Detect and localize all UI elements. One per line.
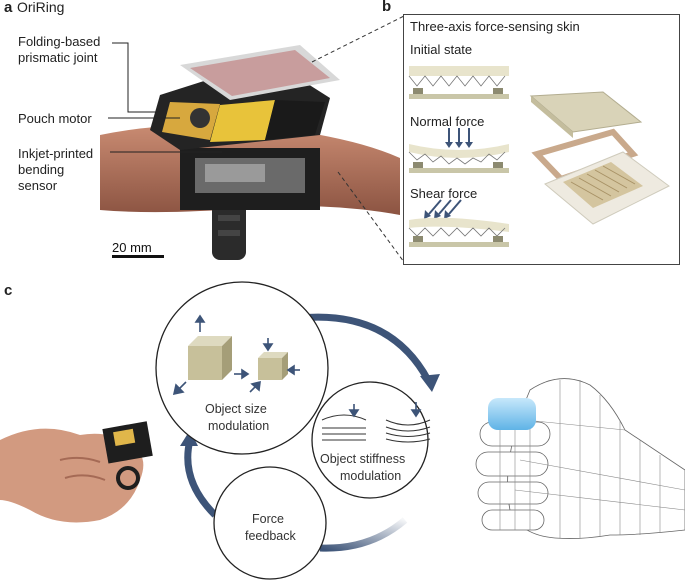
label-stiff-1: Object stiffness — [320, 452, 406, 466]
skin-shear-force — [408, 199, 509, 247]
label-joint-1: Folding-based — [18, 34, 101, 49]
scale-bar-label: 20 mm — [112, 240, 152, 255]
panel-c-letter: c — [4, 282, 13, 299]
label-size-1: Object size — [205, 402, 267, 416]
panel-a-letter: a — [4, 0, 13, 16]
panel-b-frame — [403, 14, 680, 265]
label-sensor-2: bending — [18, 162, 65, 177]
skin-initial-state — [408, 66, 509, 99]
hand-with-ring-photo — [0, 421, 153, 523]
state-normal: Normal force — [410, 114, 485, 129]
skin-normal-force — [408, 128, 509, 173]
label-force-1: Force — [252, 512, 284, 526]
label-size-2: modulation — [208, 419, 270, 433]
label-sensor-1: Inkjet-printed — [18, 146, 94, 161]
skin-diagrams — [408, 66, 670, 247]
label-stiff-2: modulation — [340, 469, 402, 483]
panel-b-title: Three-axis force-sensing skin — [410, 19, 580, 34]
circle-object-size — [155, 281, 329, 455]
panel-a-title: OriRing — [17, 0, 65, 15]
label-force-2: feedback — [245, 529, 296, 543]
interaction-cycle — [155, 281, 440, 580]
virtual-hand-wireframe — [475, 378, 685, 539]
label-sensor-3: sensor — [18, 178, 58, 193]
panel-b-letter: b — [382, 0, 392, 15]
oriring-photo — [100, 40, 400, 265]
panel-a-leaders — [108, 15, 405, 263]
label-motor: Pouch motor — [18, 111, 92, 126]
small-cube — [258, 352, 288, 380]
stiffness-layers — [321, 414, 431, 443]
label-joint-2: prismatic joint — [18, 50, 98, 65]
state-initial: Initial state — [410, 42, 473, 57]
fingertip-highlight — [488, 398, 536, 430]
large-cube — [188, 336, 232, 380]
state-shear: Shear force — [410, 186, 478, 201]
skin-exploded-view — [529, 91, 670, 225]
circle-force-feedback — [213, 466, 327, 580]
